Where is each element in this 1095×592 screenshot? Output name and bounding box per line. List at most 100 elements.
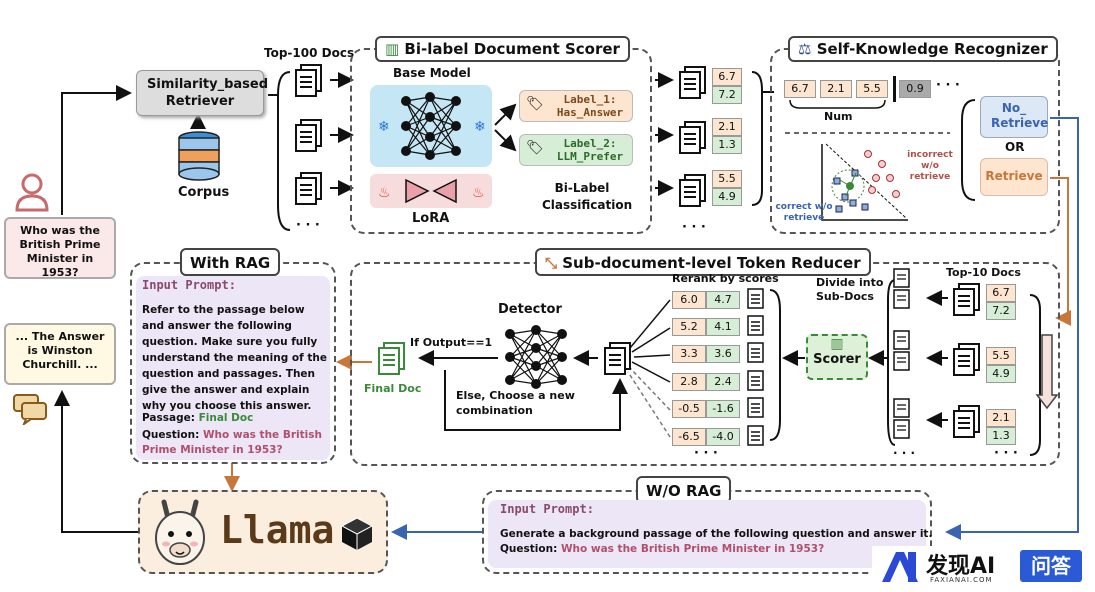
detector-network (498, 322, 574, 392)
rerank-cell: -4.0 (706, 428, 740, 446)
tag-icon: 🏷 (526, 140, 544, 156)
sub-scorer-label: Scorer (813, 352, 861, 367)
subdoc-icon (746, 315, 766, 341)
reducer-title-text: Sub-document-level Token Reducer (562, 254, 861, 272)
rerank-cell: -0.5 (672, 400, 706, 418)
corpus-label: Corpus (178, 185, 230, 200)
subdoc-group (892, 330, 914, 386)
reducer-title: ⤡ Sub-document-level Token Reducer (535, 248, 871, 276)
final-doc-label: Final Doc (364, 382, 422, 395)
num-label: Num (824, 110, 853, 123)
rerank-cell: 3.6 (706, 345, 740, 363)
lora-label: LoRA (412, 211, 450, 226)
document-icon (677, 174, 709, 212)
with-rag-prompt-label: Input Prompt: (142, 278, 236, 292)
score-cell: 1.3 (712, 136, 742, 154)
document-icon (951, 283, 983, 321)
top10-dots: · · · (994, 446, 1018, 461)
with-rag-passage: Passage: Final Doc (142, 412, 253, 424)
with-rag-question: Question: Who was the British Prime Mini… (142, 428, 328, 458)
merged-doc-icon (602, 342, 634, 380)
score-cell: 2.1 (712, 118, 742, 136)
top10-cell: 4.9 (986, 365, 1016, 383)
label1-box: 🏷 Label_1: Has_Answer (519, 90, 633, 122)
else-label: Else, Choose a new combination (456, 389, 575, 417)
top10-cell: 7.2 (986, 302, 1016, 320)
llama-icon (150, 498, 212, 568)
watermark-sub: FAXIANAI.COM (930, 576, 993, 584)
top10-cell: 1.3 (986, 427, 1016, 445)
incorrect-label: incorrect w/o retrieve (907, 150, 953, 182)
database-icon (175, 130, 223, 182)
rerank-cell: 3.3 (672, 345, 706, 363)
watermark-main: 发现AI (926, 554, 996, 579)
label1-text: Label_1: Has_Answer (556, 93, 624, 119)
subdoc-icon (746, 288, 766, 314)
top10-cell: 6.7 (986, 284, 1016, 302)
tag-icon: 🏷 (526, 96, 544, 112)
lora-block: ♨ ♨ (370, 174, 492, 208)
with-rag-title: With RAG (180, 248, 281, 276)
answer-box: ... The Answer is Winston Churchill. ... (4, 323, 116, 385)
passage-value: Final Doc (198, 412, 254, 424)
num-cell: 0.9 (899, 80, 931, 98)
knowledge-scatter (820, 142, 910, 222)
svg-text:♨: ♨ (472, 185, 485, 201)
watermark-logo-icon (878, 548, 920, 584)
subdoc-icon (746, 370, 766, 396)
subdoc-dots: · · · (893, 446, 916, 460)
sub-scorer-box: ▥ Scorer (806, 334, 868, 380)
num-cell: 5.5 (856, 80, 888, 98)
classification-label: Bi-Label Classification (542, 181, 633, 212)
bilabel-scorer-title: ▥ Bi-label Document Scorer (375, 36, 630, 62)
bilabel-scorer-title-text: Bi-label Document Scorer (404, 40, 620, 58)
watermark-badge: 问答 (1020, 550, 1082, 582)
wo-rag-prompt-label: Input Prompt: (500, 502, 594, 516)
retriever-box: Similarity_based Retriever (136, 70, 269, 116)
question-label: Question: (142, 429, 200, 441)
no-retrieve-box: No_ Retrieve (980, 96, 1048, 138)
subdoc-group (892, 268, 914, 324)
or-label: OR (1005, 140, 1025, 154)
threshold-divider (893, 76, 896, 102)
rerank-cell: 6.0 (672, 291, 706, 309)
subdoc-icon (746, 425, 766, 451)
question-value: Who was the British Prime Minister in 19… (142, 429, 322, 456)
label2-text: Label_2: LLM_Prefer (556, 137, 624, 163)
top10-cell: 2.1 (986, 409, 1016, 427)
top10-label: Top-10 Docs (946, 266, 1021, 279)
retriever-label: Similarity_based Retriever (147, 77, 269, 109)
score-cell: 6.7 (712, 68, 742, 86)
correct-label: correct w/o retrieve (775, 202, 833, 223)
document-icon (293, 64, 325, 102)
llama-label: Llama (220, 508, 335, 552)
rerank-cell: 4.7 (706, 291, 740, 309)
if-output-label: If Output==1 (410, 336, 493, 349)
bar-chart-icon: ▥ (830, 336, 844, 352)
subdoc-icon (746, 342, 766, 368)
llama-box: Llama (138, 490, 388, 574)
final-doc-icon (376, 342, 408, 380)
question-value: Who was the British Prime Minister in 19… (560, 543, 825, 555)
svg-text:♨: ♨ (378, 185, 391, 201)
with-rag-body: Refer to the passage below and answer th… (142, 304, 327, 412)
score-cell: 5.5 (712, 170, 742, 188)
rerank-label: Rerank by scores (672, 272, 779, 285)
retrieve-label: Retrieve (985, 169, 1043, 183)
answer-text: ... The Answer is Winston Churchill. ... (15, 330, 105, 371)
recognizer-title-text: Self-Knowledge Recognizer (816, 40, 1048, 58)
rerank-cell: -6.5 (672, 428, 706, 446)
rerank-cell: 4.1 (706, 318, 740, 336)
num-cell: 2.1 (820, 80, 852, 98)
cube-icon (340, 516, 374, 556)
query-text: Who was the British Prime Minister in 19… (19, 224, 101, 279)
shrink-icon: ⤡ (545, 254, 558, 272)
score-cell: 4.9 (712, 188, 742, 206)
num-cell: 6.7 (784, 80, 816, 98)
svg-text:❄: ❄ (474, 119, 486, 135)
label2-box: 🏷 Label_2: LLM_Prefer (519, 134, 633, 166)
document-icon (951, 343, 983, 381)
bar-chart-icon: ▥ (385, 40, 400, 58)
rerank-cell: 2.8 (672, 373, 706, 391)
